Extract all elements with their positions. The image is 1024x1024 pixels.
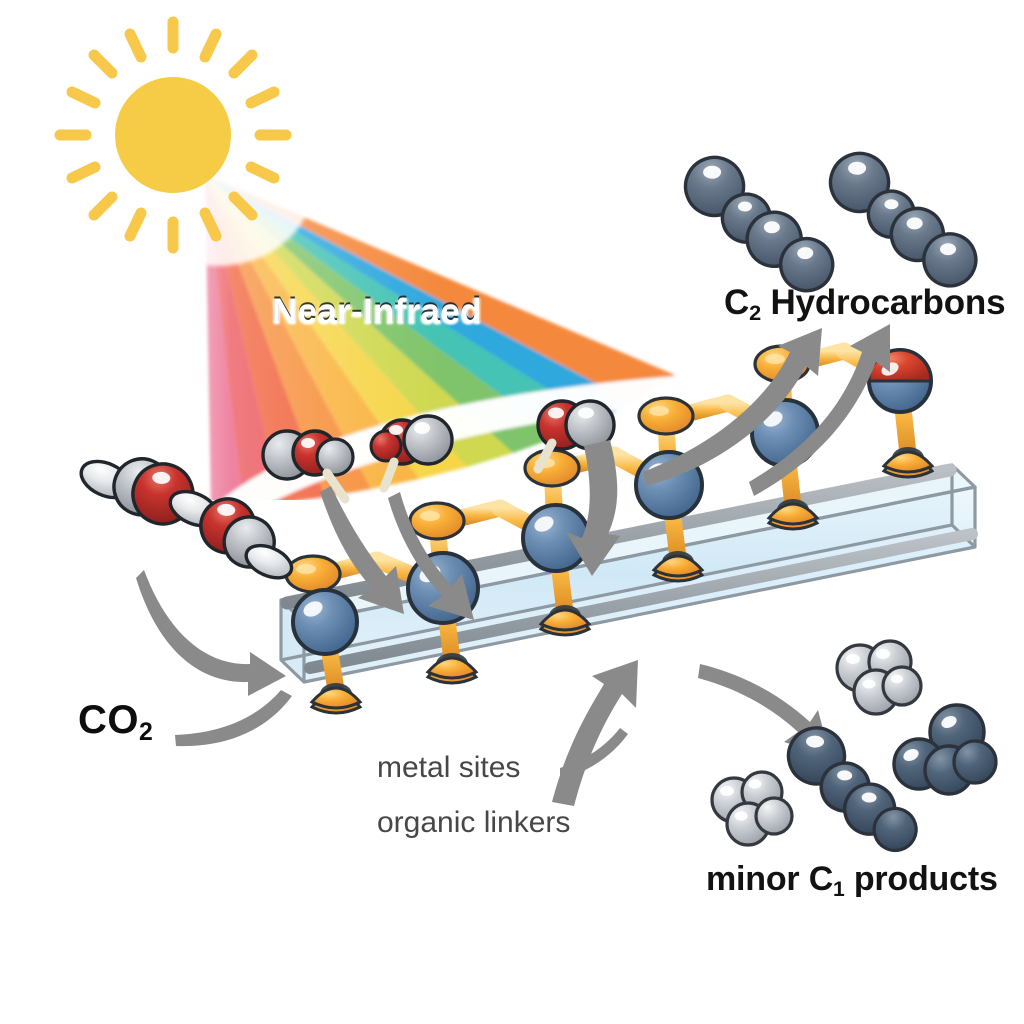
arrow-co2-label-pointer	[175, 690, 292, 747]
co2-molecule-feed	[79, 457, 294, 580]
mof-framework	[279, 342, 978, 715]
arrow-c1-outflow	[698, 664, 830, 756]
c2-hydrocarbon-molecules	[683, 151, 978, 293]
co2-molecule-adsorbing	[261, 399, 616, 504]
arrow-c2-outflow-right	[749, 324, 890, 496]
arrow-metal-label-tick	[560, 728, 628, 780]
sun-icon	[54, 16, 292, 254]
arrow-adsorb-2	[388, 492, 474, 620]
arrow-adsorb-3	[566, 440, 620, 576]
linker-foot	[309, 447, 935, 715]
arrow-adsorb-1	[320, 486, 404, 614]
flow-arrows	[136, 324, 890, 806]
arrow-co2-inflow-upper	[136, 570, 286, 696]
arrow-c2-outflow-left	[643, 328, 822, 486]
metal-site-node	[291, 348, 933, 656]
c1-product-molecules	[710, 639, 998, 853]
